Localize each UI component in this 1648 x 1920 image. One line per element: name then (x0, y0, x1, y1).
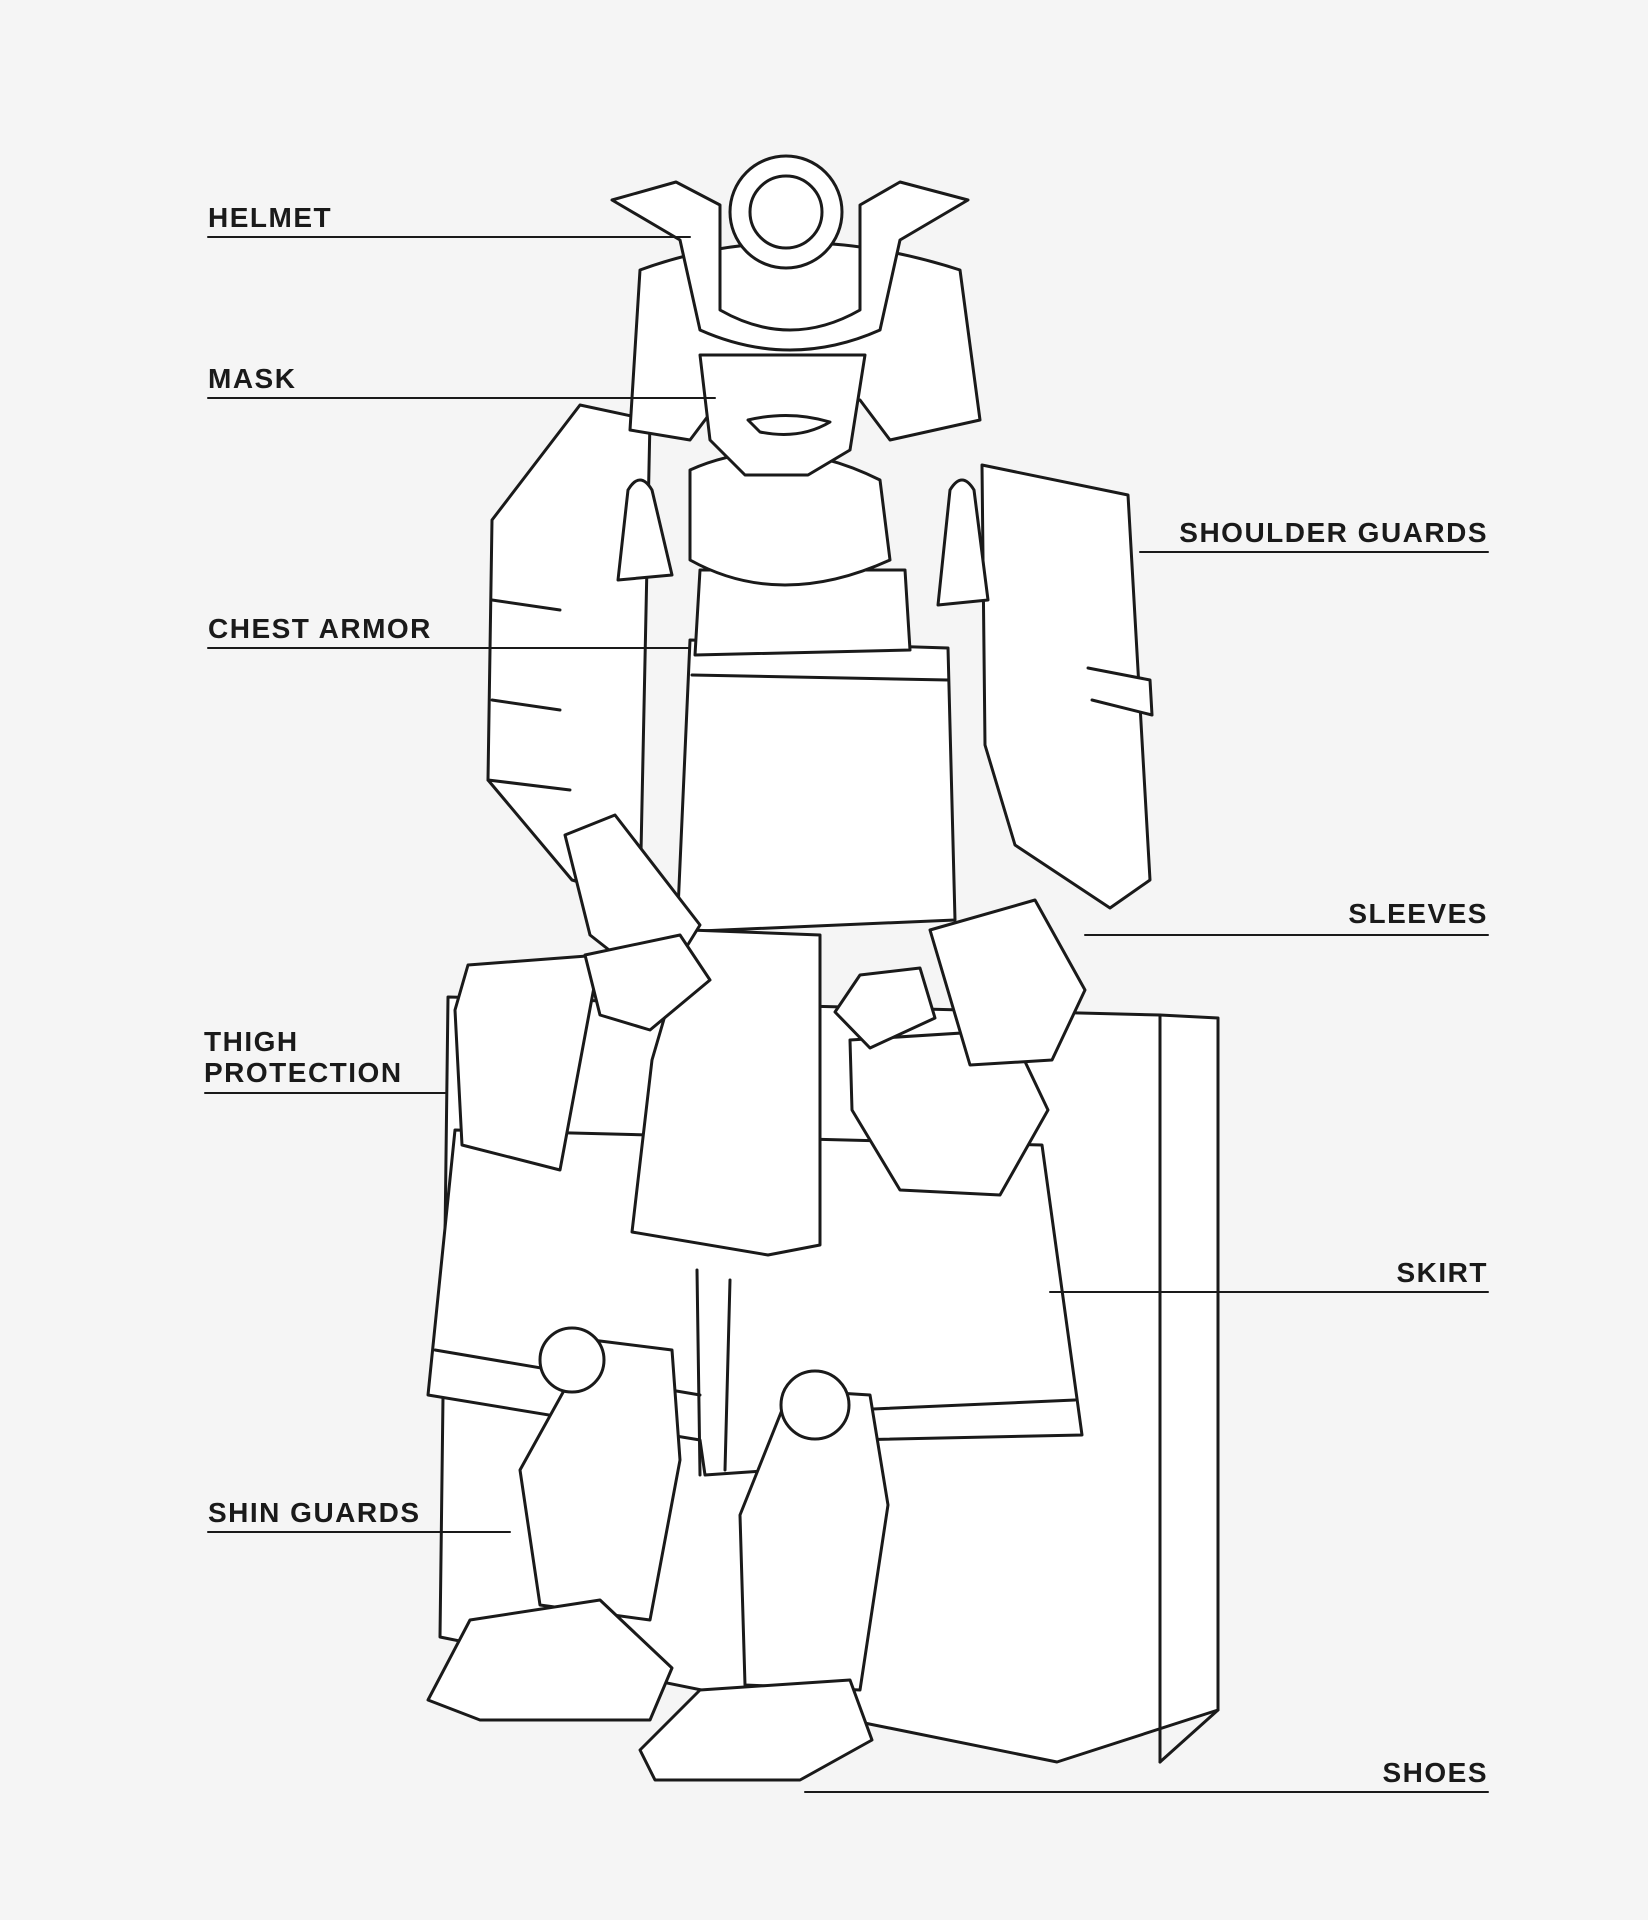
label-thigh-protection-line1: THIGH (204, 1026, 299, 1057)
label-shin-guards: SHIN GUARDS (208, 1497, 421, 1528)
label-mask: MASK (208, 363, 297, 394)
chest-armor-plates (675, 568, 957, 934)
label-thigh-protection: THIGH PROTECTION (204, 1026, 403, 1088)
label-thigh-protection-line2: PROTECTION (204, 1057, 403, 1088)
sleeve-right (928, 898, 1087, 1067)
front-apron (630, 928, 822, 1257)
label-sleeves: SLEEVES (1348, 898, 1488, 929)
hands (583, 933, 937, 1050)
label-helmet: HELMET (208, 202, 333, 233)
label-skirt: SKIRT (1396, 1257, 1488, 1288)
shin-guard-right (738, 1369, 890, 1692)
shoulder-guard-left (486, 403, 652, 902)
shoulder-guard-right (980, 463, 1154, 910)
shoes (426, 1598, 874, 1782)
label-chest-armor: CHEST ARMOR (208, 613, 432, 644)
leader-lines (204, 236, 1489, 1793)
tassels (616, 478, 990, 607)
shin-guard-left (518, 1326, 682, 1622)
label-shoes: SHOES (1382, 1757, 1488, 1788)
mask-shape (698, 353, 867, 477)
label-shoulder-guards: SHOULDER GUARDS (1179, 517, 1488, 548)
